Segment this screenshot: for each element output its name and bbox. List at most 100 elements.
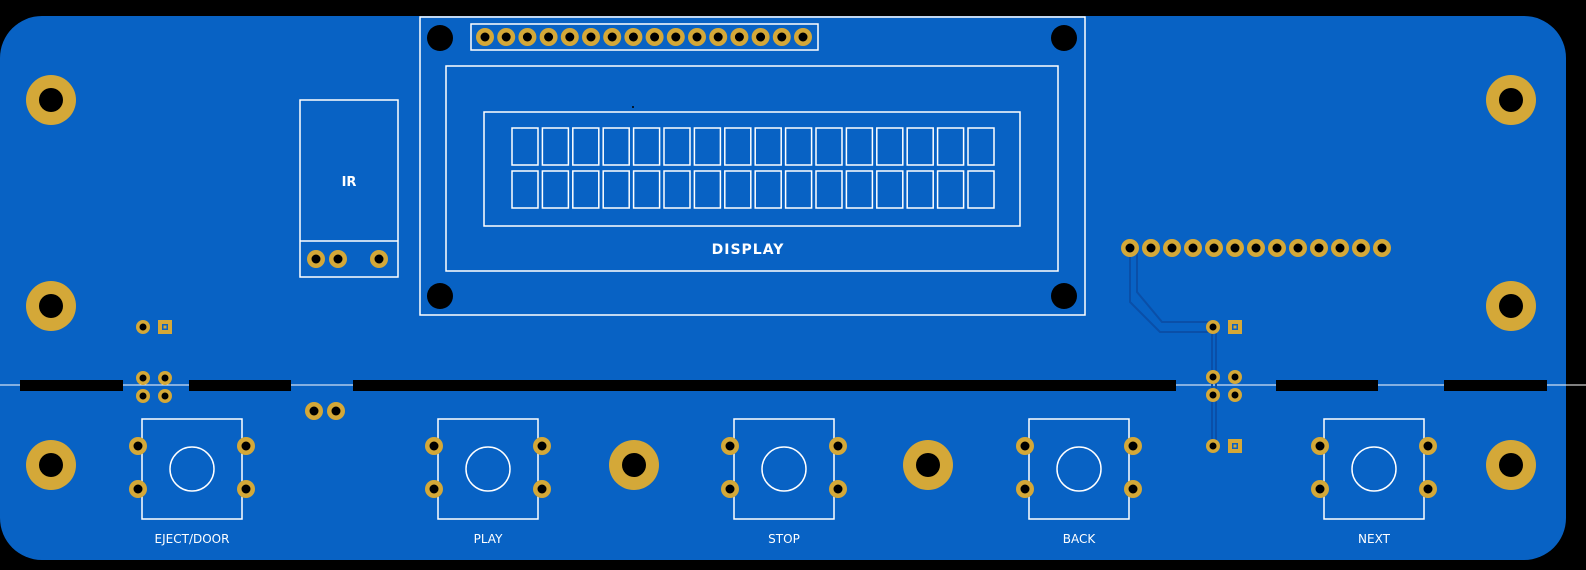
lcd-cell <box>784 170 813 209</box>
side-header-pin <box>1352 239 1370 257</box>
button-outline <box>1323 418 1425 520</box>
button-pin <box>721 437 739 455</box>
lcd-cell <box>936 127 965 166</box>
lcd-header-pin <box>539 28 558 46</box>
lcd-cell <box>602 170 630 209</box>
lcd-cell <box>511 127 539 166</box>
mounting-hole <box>26 281 76 331</box>
display-label: DISPLAY <box>712 242 785 258</box>
button-label: PLAY <box>474 532 503 546</box>
button-pin <box>129 437 147 455</box>
lcd-cell <box>906 127 934 166</box>
lcd-cell <box>906 170 934 209</box>
mounting-hole <box>1486 75 1536 125</box>
button-pin <box>533 437 551 455</box>
pad <box>158 371 172 385</box>
lcd-header-pin <box>603 28 622 46</box>
lcd-header-pin <box>497 28 516 46</box>
button-pin <box>829 437 847 455</box>
lcd-header-pin <box>772 28 791 46</box>
lcd-header-pin <box>560 28 579 46</box>
lcd-header-pin <box>730 28 749 46</box>
mounting-hole <box>26 75 76 125</box>
button-stop[interactable]: STOP <box>721 418 847 546</box>
lcd-header-outline <box>470 23 819 51</box>
lcd-cell <box>541 170 570 209</box>
button-play[interactable]: PLAY <box>425 418 551 546</box>
ir-pin <box>329 250 347 268</box>
button-eject-door[interactable]: EJECT/DOOR <box>129 418 255 546</box>
pad <box>1228 370 1242 384</box>
button-pin <box>129 480 147 498</box>
pad <box>1228 388 1242 402</box>
button-pin <box>721 480 739 498</box>
side-header-pin <box>1226 239 1244 257</box>
mounting-hole <box>609 440 659 490</box>
mounting-hole <box>26 440 76 490</box>
lcd-mount-hole <box>1051 283 1077 309</box>
cutout-slot <box>353 380 1176 391</box>
button-pin <box>1311 437 1329 455</box>
lcd-cell <box>876 170 904 209</box>
pad <box>327 402 345 420</box>
mounting-hole <box>1486 440 1536 490</box>
button-pin <box>1016 480 1034 498</box>
lcd-cell <box>876 127 904 166</box>
ir-pin <box>370 250 388 268</box>
button-pin <box>829 480 847 498</box>
ir-label: IR <box>342 175 357 190</box>
button-label: NEXT <box>1358 532 1391 546</box>
side-header-pins <box>1121 239 1391 257</box>
pad <box>305 402 323 420</box>
lcd-cell <box>845 127 874 166</box>
side-header-pin <box>1373 239 1391 257</box>
lcd-header-pin <box>666 28 685 46</box>
lcd-cell <box>754 127 782 166</box>
button-pin <box>1016 437 1034 455</box>
button-label: BACK <box>1063 532 1097 546</box>
side-header-pin <box>1331 239 1349 257</box>
ir-receiver: IR <box>299 99 399 278</box>
pad <box>136 389 150 403</box>
lcd-module: DISPLAY <box>419 16 1086 316</box>
button-back[interactable]: BACK <box>1016 418 1142 546</box>
button-outline <box>1028 418 1130 520</box>
lcd-cell <box>967 127 995 166</box>
trace <box>1136 247 1217 448</box>
pad-square <box>1228 320 1242 334</box>
lcd-cell <box>511 170 539 209</box>
pad <box>1206 370 1220 384</box>
side-header-pin <box>1121 239 1139 257</box>
side-header-pin <box>1205 239 1223 257</box>
lcd-header-pin <box>751 28 770 46</box>
pad <box>136 371 150 385</box>
ir-outline <box>299 99 399 278</box>
lcd-cell <box>602 127 630 166</box>
side-header-pin <box>1184 239 1202 257</box>
mounting-holes <box>26 25 1536 490</box>
side-header-pin <box>1142 239 1160 257</box>
lcd-header-pin <box>518 28 537 46</box>
lcd-outline <box>419 16 1086 316</box>
button-pin <box>1311 480 1329 498</box>
button-cap <box>169 446 215 492</box>
lcd-cell <box>632 127 661 166</box>
side-header-pin <box>1289 239 1307 257</box>
lcd-cell <box>784 127 813 166</box>
button-pin <box>425 437 443 455</box>
side-header-pin <box>1163 239 1181 257</box>
lcd-dot <box>632 106 634 108</box>
button-next[interactable]: NEXT <box>1311 418 1437 546</box>
lcd-cell <box>815 127 843 166</box>
lcd-header-pin <box>794 28 812 46</box>
button-label: STOP <box>768 532 800 546</box>
button-pin <box>533 480 551 498</box>
push-buttons: EJECT/DOOR PLAY STOP BACK NEXT <box>129 418 1437 546</box>
cutout-slots <box>20 380 1547 391</box>
lcd-header-pins <box>476 28 812 46</box>
pad <box>158 389 172 403</box>
side-header-pin <box>1310 239 1328 257</box>
pad <box>1206 320 1220 334</box>
